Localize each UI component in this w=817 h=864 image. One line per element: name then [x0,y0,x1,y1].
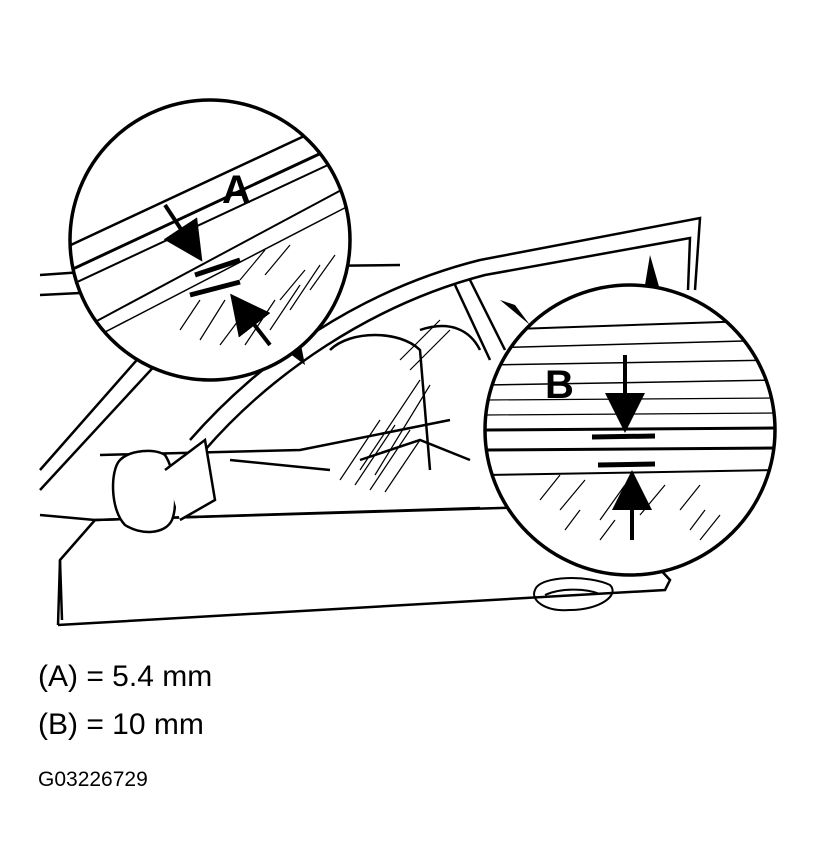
detail-circle-a: A [68,98,352,382]
figure-id: G03226729 [38,768,148,791]
side-mirror [111,437,217,534]
spec-gap-b: (B) = 10 mm [38,708,204,741]
gap-a-arrow-bottom [230,293,272,347]
interior-shading [339,319,451,493]
door-glass-adjustment-illustration: A B [39,98,777,627]
detail-circle-b: B [483,283,777,577]
callout-letter-a: A [222,168,251,212]
spec-gap-a: (A) = 5.4 mm [38,660,213,693]
callout-b-pointer-left [500,300,530,325]
callout-b-pointer-top [645,255,660,290]
door-handle [533,577,614,612]
callout-letter-b: B [545,363,574,407]
gap-a-arrow-top [163,203,203,262]
